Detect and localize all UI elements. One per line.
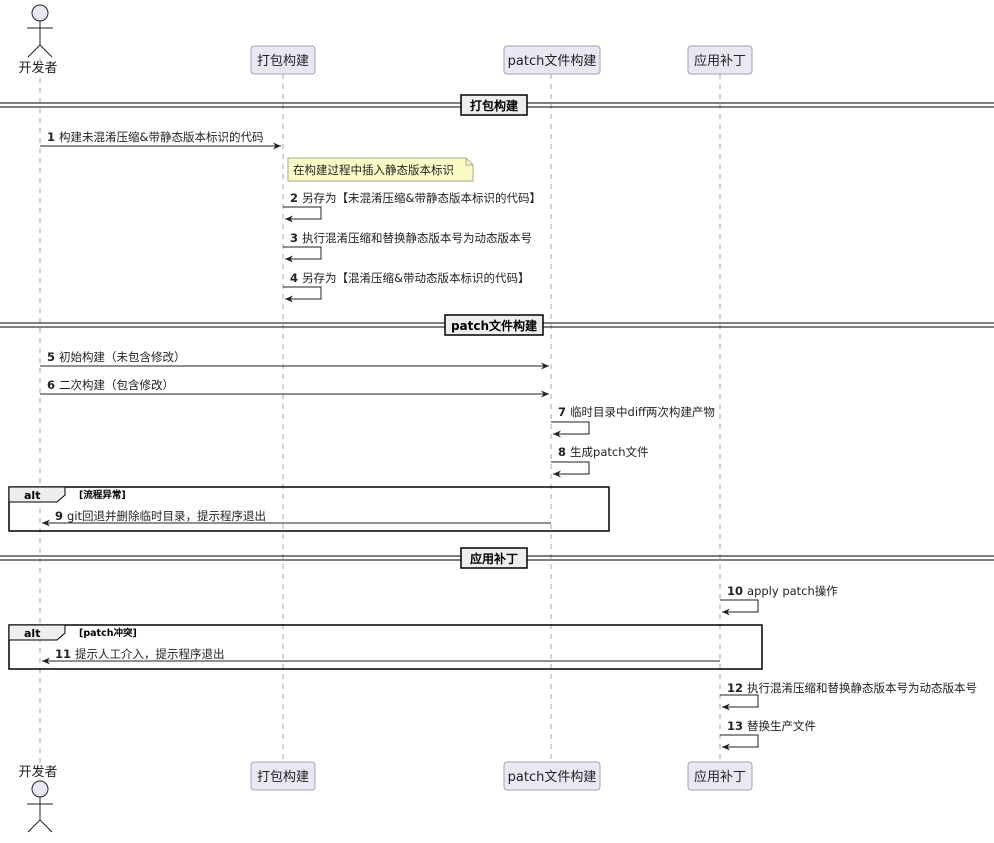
divider-label: 打包构建: [470, 98, 519, 113]
participant-apply-top: 应用补丁: [687, 45, 753, 75]
message-label: 生成patch文件: [570, 445, 648, 459]
message-5: 5 初始构建（未包含修改）: [40, 350, 549, 370]
message-label: apply patch操作: [747, 584, 838, 598]
message-label: 构建未混淆压缩&带静态版本标识的代码: [59, 130, 263, 144]
divider-label: 应用补丁: [470, 551, 518, 566]
message-8: 8 生成patch文件: [551, 445, 648, 478]
alt-condition: [流程异常]: [79, 489, 126, 501]
participant-label: 打包构建: [257, 54, 309, 69]
message-number: 13: [727, 719, 743, 733]
message-number: 10: [727, 584, 743, 598]
actor-developer-bottom: 开发者: [18, 764, 58, 833]
message-number: 12: [727, 681, 743, 695]
message-1: 1 构建未混淆压缩&带静态版本标识的代码: [40, 130, 281, 150]
message-number: 1: [47, 130, 55, 144]
note-text: 在构建过程中插入静态版本标识: [293, 163, 454, 177]
participant-label: 应用补丁: [694, 53, 746, 69]
note-static-version: 在构建过程中插入静态版本标识: [287, 157, 474, 182]
divider-label: patch文件构建: [451, 318, 538, 333]
divider-apply: 应用补丁: [0, 547, 994, 569]
message-label: 执行混淆压缩和替换静态版本号为动态版本号: [747, 681, 977, 695]
message-7: 7 临时目录中diff两次构建产物: [551, 405, 715, 438]
message-number: 9: [55, 509, 63, 523]
alt-frame-conflict: alt [patch冲突]: [8, 624, 763, 670]
divider-patch: patch文件构建: [0, 314, 994, 336]
participant-label: 打包构建: [257, 770, 309, 785]
message-number: 3: [290, 231, 298, 245]
message-label: 另存为【未混淆压缩&带静态版本标识的代码】: [302, 191, 541, 205]
participant-label: patch文件构建: [508, 770, 597, 785]
alt-label: alt: [24, 489, 40, 502]
participant-label: patch文件构建: [508, 54, 597, 69]
message-label: 另存为【混淆压缩&带动态版本标识的代码】: [302, 271, 529, 285]
message-11: 11 提示人工介入，提示程序退出: [42, 647, 720, 665]
message-label: 提示人工介入，提示程序退出: [75, 647, 225, 661]
message-label: 初始构建（未包含修改）: [59, 350, 186, 364]
message-10: 10 apply patch操作: [720, 584, 838, 616]
alt-frame-error: alt [流程异常]: [8, 486, 610, 532]
message-label: 临时目录中diff两次构建产物: [570, 405, 715, 419]
actor-developer-top: 开发者: [18, 4, 58, 76]
participant-apply-bottom: 应用补丁: [687, 761, 753, 791]
actor-label: 开发者: [18, 60, 57, 76]
message-label: 替换生产文件: [747, 719, 816, 733]
message-label: git回退并删除临时目录，提示程序退出: [67, 509, 266, 523]
message-number: 7: [558, 405, 566, 419]
message-number: 8: [558, 445, 566, 459]
participant-build-bottom: 打包构建: [250, 761, 316, 791]
message-12: 12 执行混淆压缩和替换静态版本号为动态版本号: [720, 681, 977, 711]
message-label: 执行混淆压缩和替换静态版本号为动态版本号: [302, 231, 532, 245]
message-6: 6 二次构建（包含修改）: [40, 378, 549, 398]
participant-patch-bottom: patch文件构建: [503, 761, 601, 791]
message-number: 2: [290, 191, 298, 205]
message-13: 13 替换生产文件: [720, 719, 816, 751]
participant-patch-top: patch文件构建: [503, 45, 601, 75]
message-number: 11: [55, 647, 71, 661]
actor-label: 开发者: [18, 764, 57, 780]
message-number: 6: [47, 378, 55, 392]
message-label: 二次构建（包含修改）: [59, 378, 174, 392]
alt-condition: [patch冲突]: [79, 627, 137, 639]
message-number: 4: [290, 271, 298, 285]
message-2: 2 另存为【未混淆压缩&带静态版本标识的代码】: [283, 191, 541, 223]
message-4: 4 另存为【混淆压缩&带动态版本标识的代码】: [283, 271, 529, 303]
alt-label: alt: [24, 627, 40, 640]
participant-label: 应用补丁: [694, 769, 746, 785]
message-3: 3 执行混淆压缩和替换静态版本号为动态版本号: [283, 231, 532, 263]
participant-build-top: 打包构建: [250, 45, 316, 75]
message-9: 9 git回退并删除临时目录，提示程序退出: [42, 509, 551, 527]
divider-build: 打包构建: [0, 94, 994, 116]
message-number: 5: [47, 350, 55, 364]
